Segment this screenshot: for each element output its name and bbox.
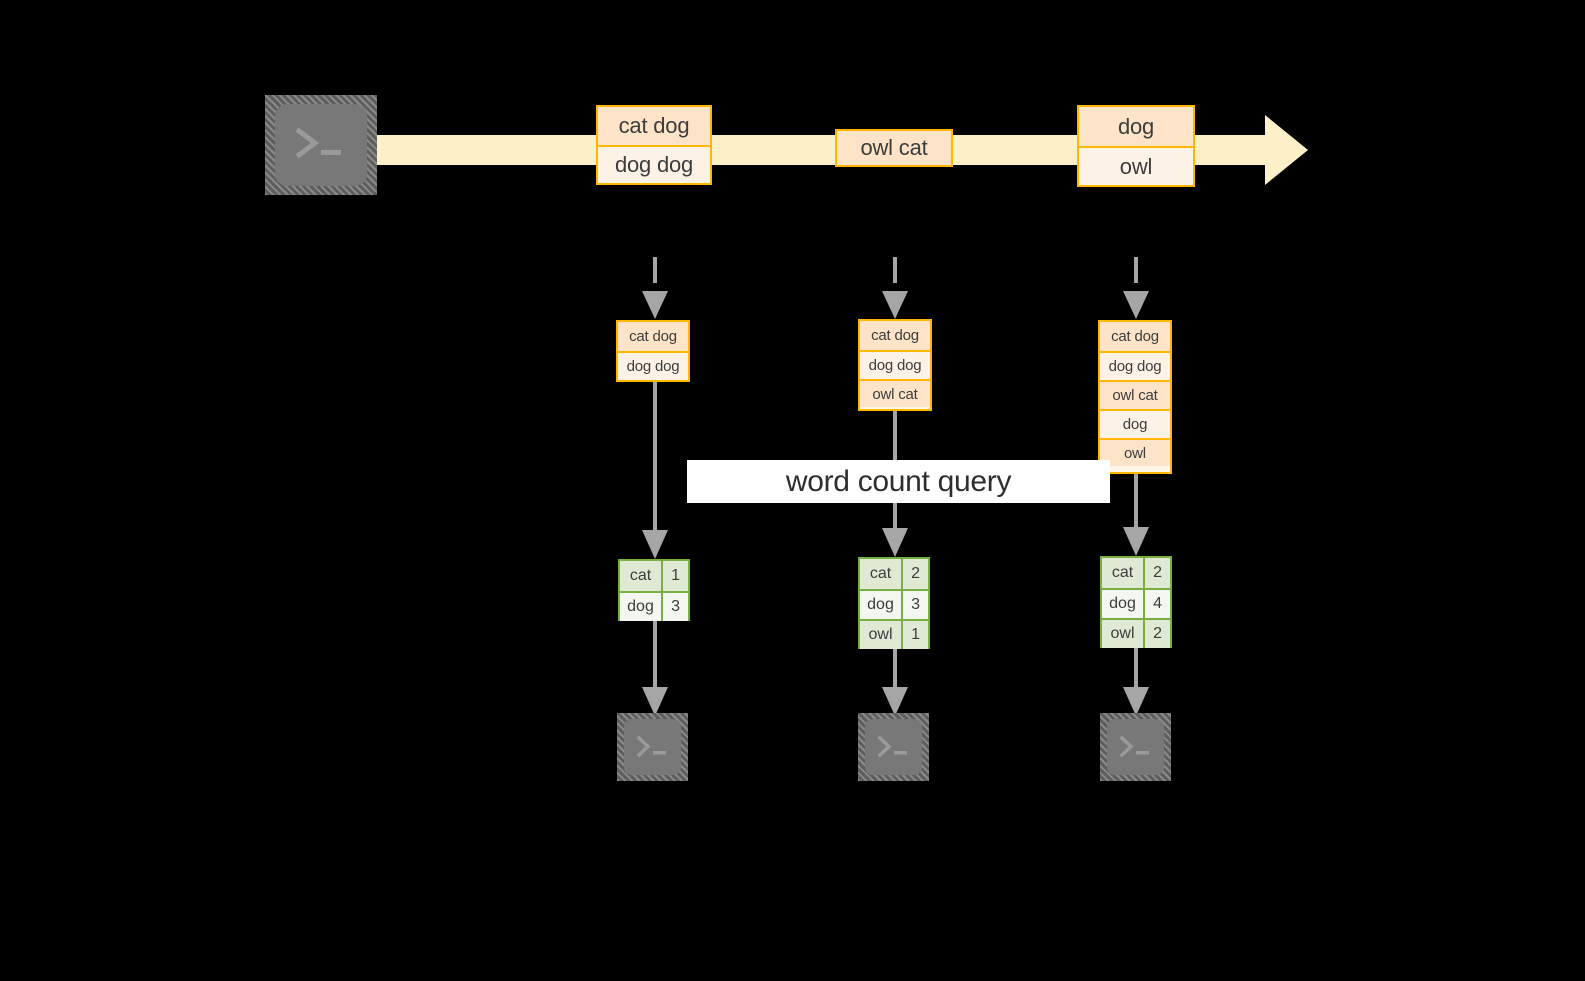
- source-terminal-icon: [265, 95, 377, 195]
- table-row: cat 1: [620, 561, 688, 591]
- sink-arrow-1-icon: [642, 621, 668, 716]
- input-table-3-row: dog dog: [1100, 351, 1170, 380]
- result-count-cell: 2: [1143, 558, 1170, 588]
- input-table-2-row: dog dog: [860, 350, 930, 379]
- input-table-2: cat dog dog dog owl cat: [858, 319, 932, 411]
- sink-arrow-2-icon: [882, 649, 908, 716]
- prompt-glyph-icon: [295, 127, 341, 159]
- table-row: cat 2: [1102, 558, 1170, 588]
- sink-terminal-2-icon: [858, 713, 929, 781]
- input-table-3-row: dog: [1100, 409, 1170, 438]
- input-table-1-row: dog dog: [618, 351, 688, 380]
- result-word-cell: dog: [1102, 590, 1144, 618]
- table-row: owl 2: [1102, 618, 1170, 648]
- result-word-cell: dog: [860, 591, 902, 619]
- result-count-cell: 2: [901, 559, 928, 589]
- stream-batch-1: cat dog dog dog: [596, 105, 712, 185]
- result-count-cell: 3: [901, 591, 928, 619]
- table-row: cat 2: [860, 559, 928, 589]
- prompt-glyph-icon: [877, 735, 907, 758]
- input-table-3-row: cat dog: [1100, 322, 1170, 351]
- result-table-2: cat 2 dog 3 owl 1: [858, 557, 930, 649]
- input-table-1: cat dog dog dog: [616, 320, 690, 382]
- stream-batch-2-row: owl cat: [837, 131, 951, 165]
- result-word-cell: cat: [1102, 558, 1144, 588]
- table-row: dog 3: [860, 589, 928, 619]
- trigger-arrow-3-icon: [1123, 257, 1149, 319]
- input-table-2-row: owl cat: [860, 379, 930, 407]
- result-word-cell: cat: [860, 559, 902, 589]
- stream-batch-3: dog owl: [1077, 105, 1195, 187]
- prompt-glyph-icon: [636, 735, 666, 758]
- prompt-glyph-icon: [1119, 735, 1149, 758]
- result-table-3: cat 2 dog 4 owl 2: [1100, 556, 1172, 648]
- table-row: dog 4: [1102, 588, 1170, 618]
- input-table-3: cat dog dog dog owl cat dog owl: [1098, 320, 1172, 474]
- query-arrow-1-icon: [642, 382, 668, 559]
- result-word-cell: owl: [1102, 620, 1144, 648]
- trigger-arrow-2-icon: [882, 257, 908, 319]
- table-row: owl 1: [860, 619, 928, 649]
- stream-batch-1-row: cat dog: [598, 107, 710, 145]
- result-count-cell: 2: [1143, 620, 1170, 648]
- result-count-cell: 3: [661, 593, 688, 621]
- query-arrow-3-icon: [1123, 474, 1149, 556]
- table-row: dog 3: [620, 591, 688, 621]
- input-table-3-row: owl cat: [1100, 380, 1170, 409]
- input-table-1-row: cat dog: [618, 322, 688, 351]
- result-count-cell: 1: [661, 561, 688, 591]
- stream-batch-3-row: dog: [1079, 107, 1193, 146]
- stream-batch-2: owl cat: [835, 129, 953, 167]
- result-word-cell: owl: [860, 621, 902, 649]
- result-count-cell: 1: [901, 621, 928, 649]
- input-table-3-row: owl: [1100, 438, 1170, 466]
- result-word-cell: cat: [620, 561, 662, 591]
- input-table-2-row: cat dog: [860, 321, 930, 350]
- sink-arrow-3-icon: [1123, 648, 1149, 716]
- input-stream-arrow-icon: [360, 115, 1308, 185]
- trigger-arrow-1-icon: [642, 257, 668, 319]
- result-count-cell: 4: [1143, 590, 1170, 618]
- sink-terminal-1-icon: [617, 713, 688, 781]
- sink-terminal-3-icon: [1100, 713, 1171, 781]
- stream-batch-1-row: dog dog: [598, 145, 710, 183]
- result-table-1: cat 1 dog 3: [618, 559, 690, 621]
- query-label: word count query: [687, 460, 1110, 503]
- stream-batch-3-row: owl: [1079, 146, 1193, 185]
- result-word-cell: dog: [620, 593, 662, 621]
